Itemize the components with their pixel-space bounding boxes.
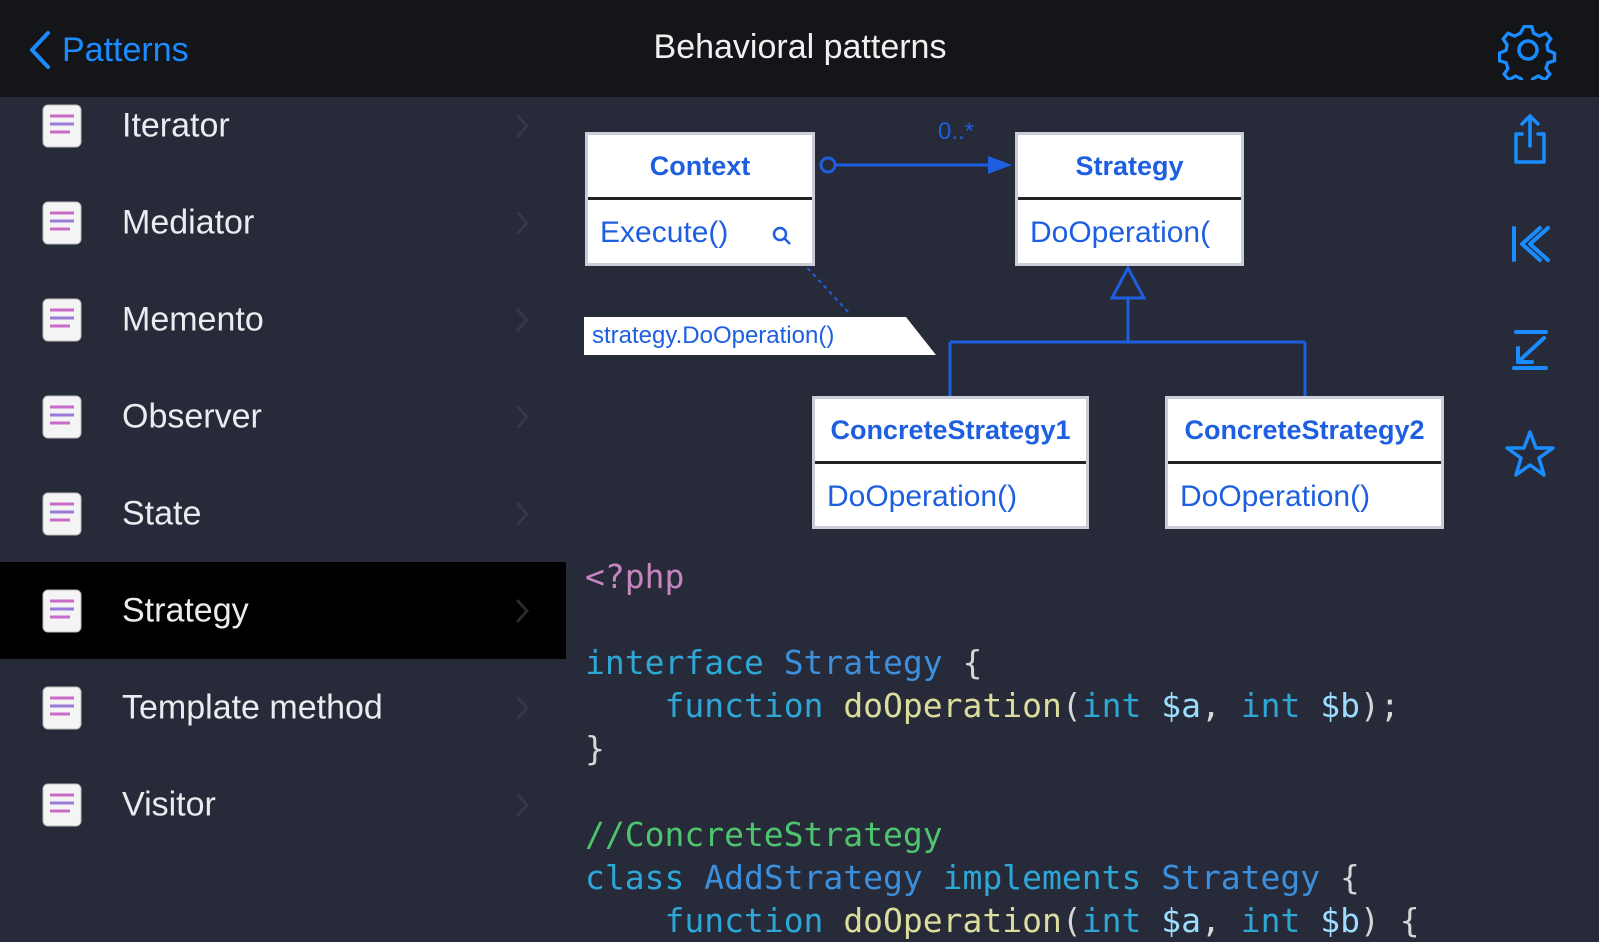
code-document-icon: [42, 298, 82, 341]
code-keyword: interface: [585, 643, 764, 682]
code-function: doOperation: [843, 901, 1062, 940]
chevron-right-icon: [515, 307, 530, 332]
list-item-label: Observer: [122, 397, 262, 435]
uml-class-method: Execute(): [600, 216, 729, 249]
code-document-icon: [42, 783, 82, 826]
first-page-button[interactable]: [1500, 214, 1560, 274]
code-variable: $b: [1320, 901, 1360, 940]
chevron-right-icon: [515, 210, 530, 235]
navigation-bar: Patterns Behavioral patterns: [0, 0, 1599, 97]
chevron-right-icon: [515, 501, 530, 526]
code-variable: $a: [1161, 686, 1201, 725]
code-type: int: [1081, 901, 1142, 940]
uml-class-method: DoOperation(: [1030, 216, 1211, 249]
uml-class-method: DoOperation(): [827, 480, 1018, 513]
code-document-icon: [42, 492, 82, 535]
code-punct: ,: [1200, 901, 1241, 940]
list-item-state[interactable]: State: [0, 465, 566, 562]
uml-class-concrete-strategy-2: ConcreteStrategy2 DoOperation(): [1165, 396, 1444, 529]
code-keyword: function: [664, 901, 824, 940]
chevron-right-icon: [515, 792, 530, 817]
code-type: Strategy: [783, 643, 943, 682]
list-item-label: State: [122, 494, 202, 532]
magnifier-icon: [772, 226, 791, 245]
code-comment: //ConcreteStrategy: [585, 815, 943, 854]
last-page-button[interactable]: [1500, 318, 1560, 378]
uml-class-title: Context: [588, 135, 812, 200]
code-sample: <?php interface Strategy { function doOp…: [585, 555, 1420, 942]
code-document-icon: [42, 589, 82, 632]
code-punct: (: [1061, 686, 1082, 725]
last-page-icon: [1512, 330, 1548, 370]
uml-note: strategy.DoOperation(): [584, 317, 906, 355]
chevron-left-icon: [30, 31, 50, 69]
favorite-button[interactable]: [1500, 424, 1560, 484]
code-punct: }: [585, 729, 605, 768]
list-item-label: Memento: [122, 300, 264, 338]
first-page-icon: [1512, 226, 1550, 262]
chevron-right-icon: [515, 113, 530, 138]
list-item-memento[interactable]: Memento: [0, 271, 566, 368]
uml-class-title: Strategy: [1018, 135, 1241, 200]
uml-class-context: Context Execute(): [585, 132, 815, 266]
uml-class-concrete-strategy-1: ConcreteStrategy1 DoOperation(): [812, 396, 1089, 529]
code-keyword: class: [585, 858, 685, 897]
code-type: int: [1081, 686, 1142, 725]
code-keyword: function: [664, 686, 824, 725]
code-type: int: [1240, 901, 1301, 940]
page-title: Behavioral patterns: [653, 28, 947, 66]
code-document-icon: [42, 201, 82, 244]
code-type: int: [1240, 686, 1301, 725]
code-document-icon: [42, 104, 82, 147]
code-punct: );: [1359, 686, 1400, 725]
list-item-label: Visitor: [122, 785, 216, 823]
code-punct: ,: [1200, 686, 1241, 725]
code-type: Strategy: [1161, 858, 1321, 897]
list-item-strategy[interactable]: Strategy: [0, 562, 566, 659]
list-item-mediator[interactable]: Mediator: [0, 174, 566, 271]
uml-class-strategy: Strategy DoOperation(: [1015, 132, 1244, 266]
share-icon: [1514, 114, 1546, 164]
code-document-icon: [42, 395, 82, 438]
code-line: <?php: [585, 557, 685, 596]
back-button-label: Patterns: [62, 30, 189, 69]
list-item-iterator[interactable]: Iterator: [0, 97, 566, 174]
list-item-label: Iterator: [122, 106, 230, 144]
uml-class-title: ConcreteStrategy1: [815, 399, 1086, 464]
code-type: AddStrategy: [704, 858, 923, 897]
code-punct: ) {: [1359, 901, 1420, 940]
code-punct: (: [1061, 901, 1082, 940]
back-button[interactable]: Patterns: [28, 24, 189, 76]
list-item-visitor[interactable]: Visitor: [0, 756, 566, 853]
chevron-right-icon: [515, 404, 530, 429]
list-item-label: Strategy: [122, 591, 249, 629]
code-variable: $b: [1320, 686, 1360, 725]
list-item-label: Mediator: [122, 203, 255, 241]
code-variable: $a: [1161, 901, 1201, 940]
chevron-right-icon: [515, 598, 530, 623]
pattern-list: Iterator Mediator Memento Observer State…: [0, 97, 566, 900]
uml-class-title: ConcreteStrategy2: [1168, 399, 1441, 464]
uml-class-method: DoOperation(): [1180, 480, 1371, 513]
star-icon: [1505, 430, 1555, 477]
share-button[interactable]: [1500, 110, 1560, 170]
list-item-template-method[interactable]: Template method: [0, 659, 566, 756]
code-function: doOperation: [843, 686, 1062, 725]
code-document-icon: [42, 686, 82, 729]
chevron-right-icon: [515, 695, 530, 720]
code-punct: {: [1320, 858, 1360, 897]
code-punct: {: [942, 643, 983, 682]
multiplicity-label: 0..*: [938, 118, 975, 145]
uml-connectors: [801, 156, 1307, 396]
list-item-observer[interactable]: Observer: [0, 368, 566, 465]
list-item-label: Template method: [122, 688, 383, 726]
code-keyword: implements: [942, 858, 1142, 897]
